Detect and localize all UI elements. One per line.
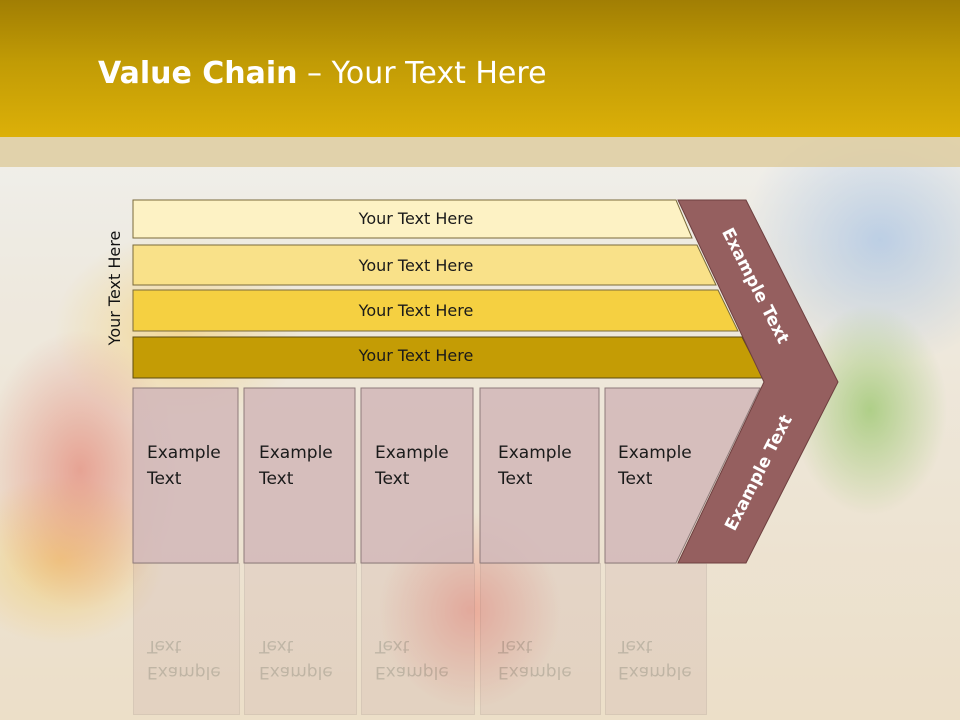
box-4-line2: Text bbox=[498, 469, 533, 489]
box-5-line1: Example bbox=[618, 443, 692, 463]
box-4-shape[interactable] bbox=[479, 387, 600, 564]
box-4-line1: Example bbox=[498, 443, 572, 463]
slide-title-bold: Value Chain bbox=[98, 56, 298, 91]
bar-4-label: Your Text Here bbox=[358, 346, 474, 365]
bar-3-label: Your Text Here bbox=[358, 301, 474, 320]
reflection-box-4 bbox=[480, 563, 601, 715]
bar-2-shape[interactable] bbox=[132, 244, 717, 286]
box-3-line1: Example bbox=[375, 443, 449, 463]
box-2-shape[interactable] bbox=[243, 387, 356, 564]
box-3-shape[interactable] bbox=[360, 387, 474, 564]
bar-1-shape[interactable] bbox=[132, 199, 693, 239]
box-3-line2: Text bbox=[375, 469, 410, 489]
box-5-line2: Text bbox=[618, 469, 653, 489]
slide-title[interactable]: Value Chain – Your Text Here bbox=[98, 54, 547, 94]
chevron-arrow[interactable] bbox=[677, 199, 839, 564]
box-2-line2: Text bbox=[259, 469, 294, 489]
header-accent-strip bbox=[0, 137, 960, 167]
box-1-line2: Text bbox=[147, 469, 182, 489]
box-5-shape[interactable] bbox=[604, 387, 761, 564]
box-1-line1: Example bbox=[147, 443, 221, 463]
reflection-box-3 bbox=[361, 563, 475, 715]
bar-3-shape[interactable] bbox=[132, 289, 739, 332]
reflection-box-5 bbox=[605, 563, 707, 715]
reflection-box-1 bbox=[133, 563, 240, 715]
slide-title-rest: – Your Text Here bbox=[297, 56, 547, 91]
reflection-box-2 bbox=[244, 563, 357, 715]
bar-1-label: Your Text Here bbox=[358, 209, 474, 228]
box-1-shape[interactable] bbox=[132, 387, 239, 564]
bar-2-label: Your Text Here bbox=[358, 256, 474, 275]
title-header-band bbox=[0, 0, 960, 137]
box-2-line1: Example bbox=[259, 443, 333, 463]
